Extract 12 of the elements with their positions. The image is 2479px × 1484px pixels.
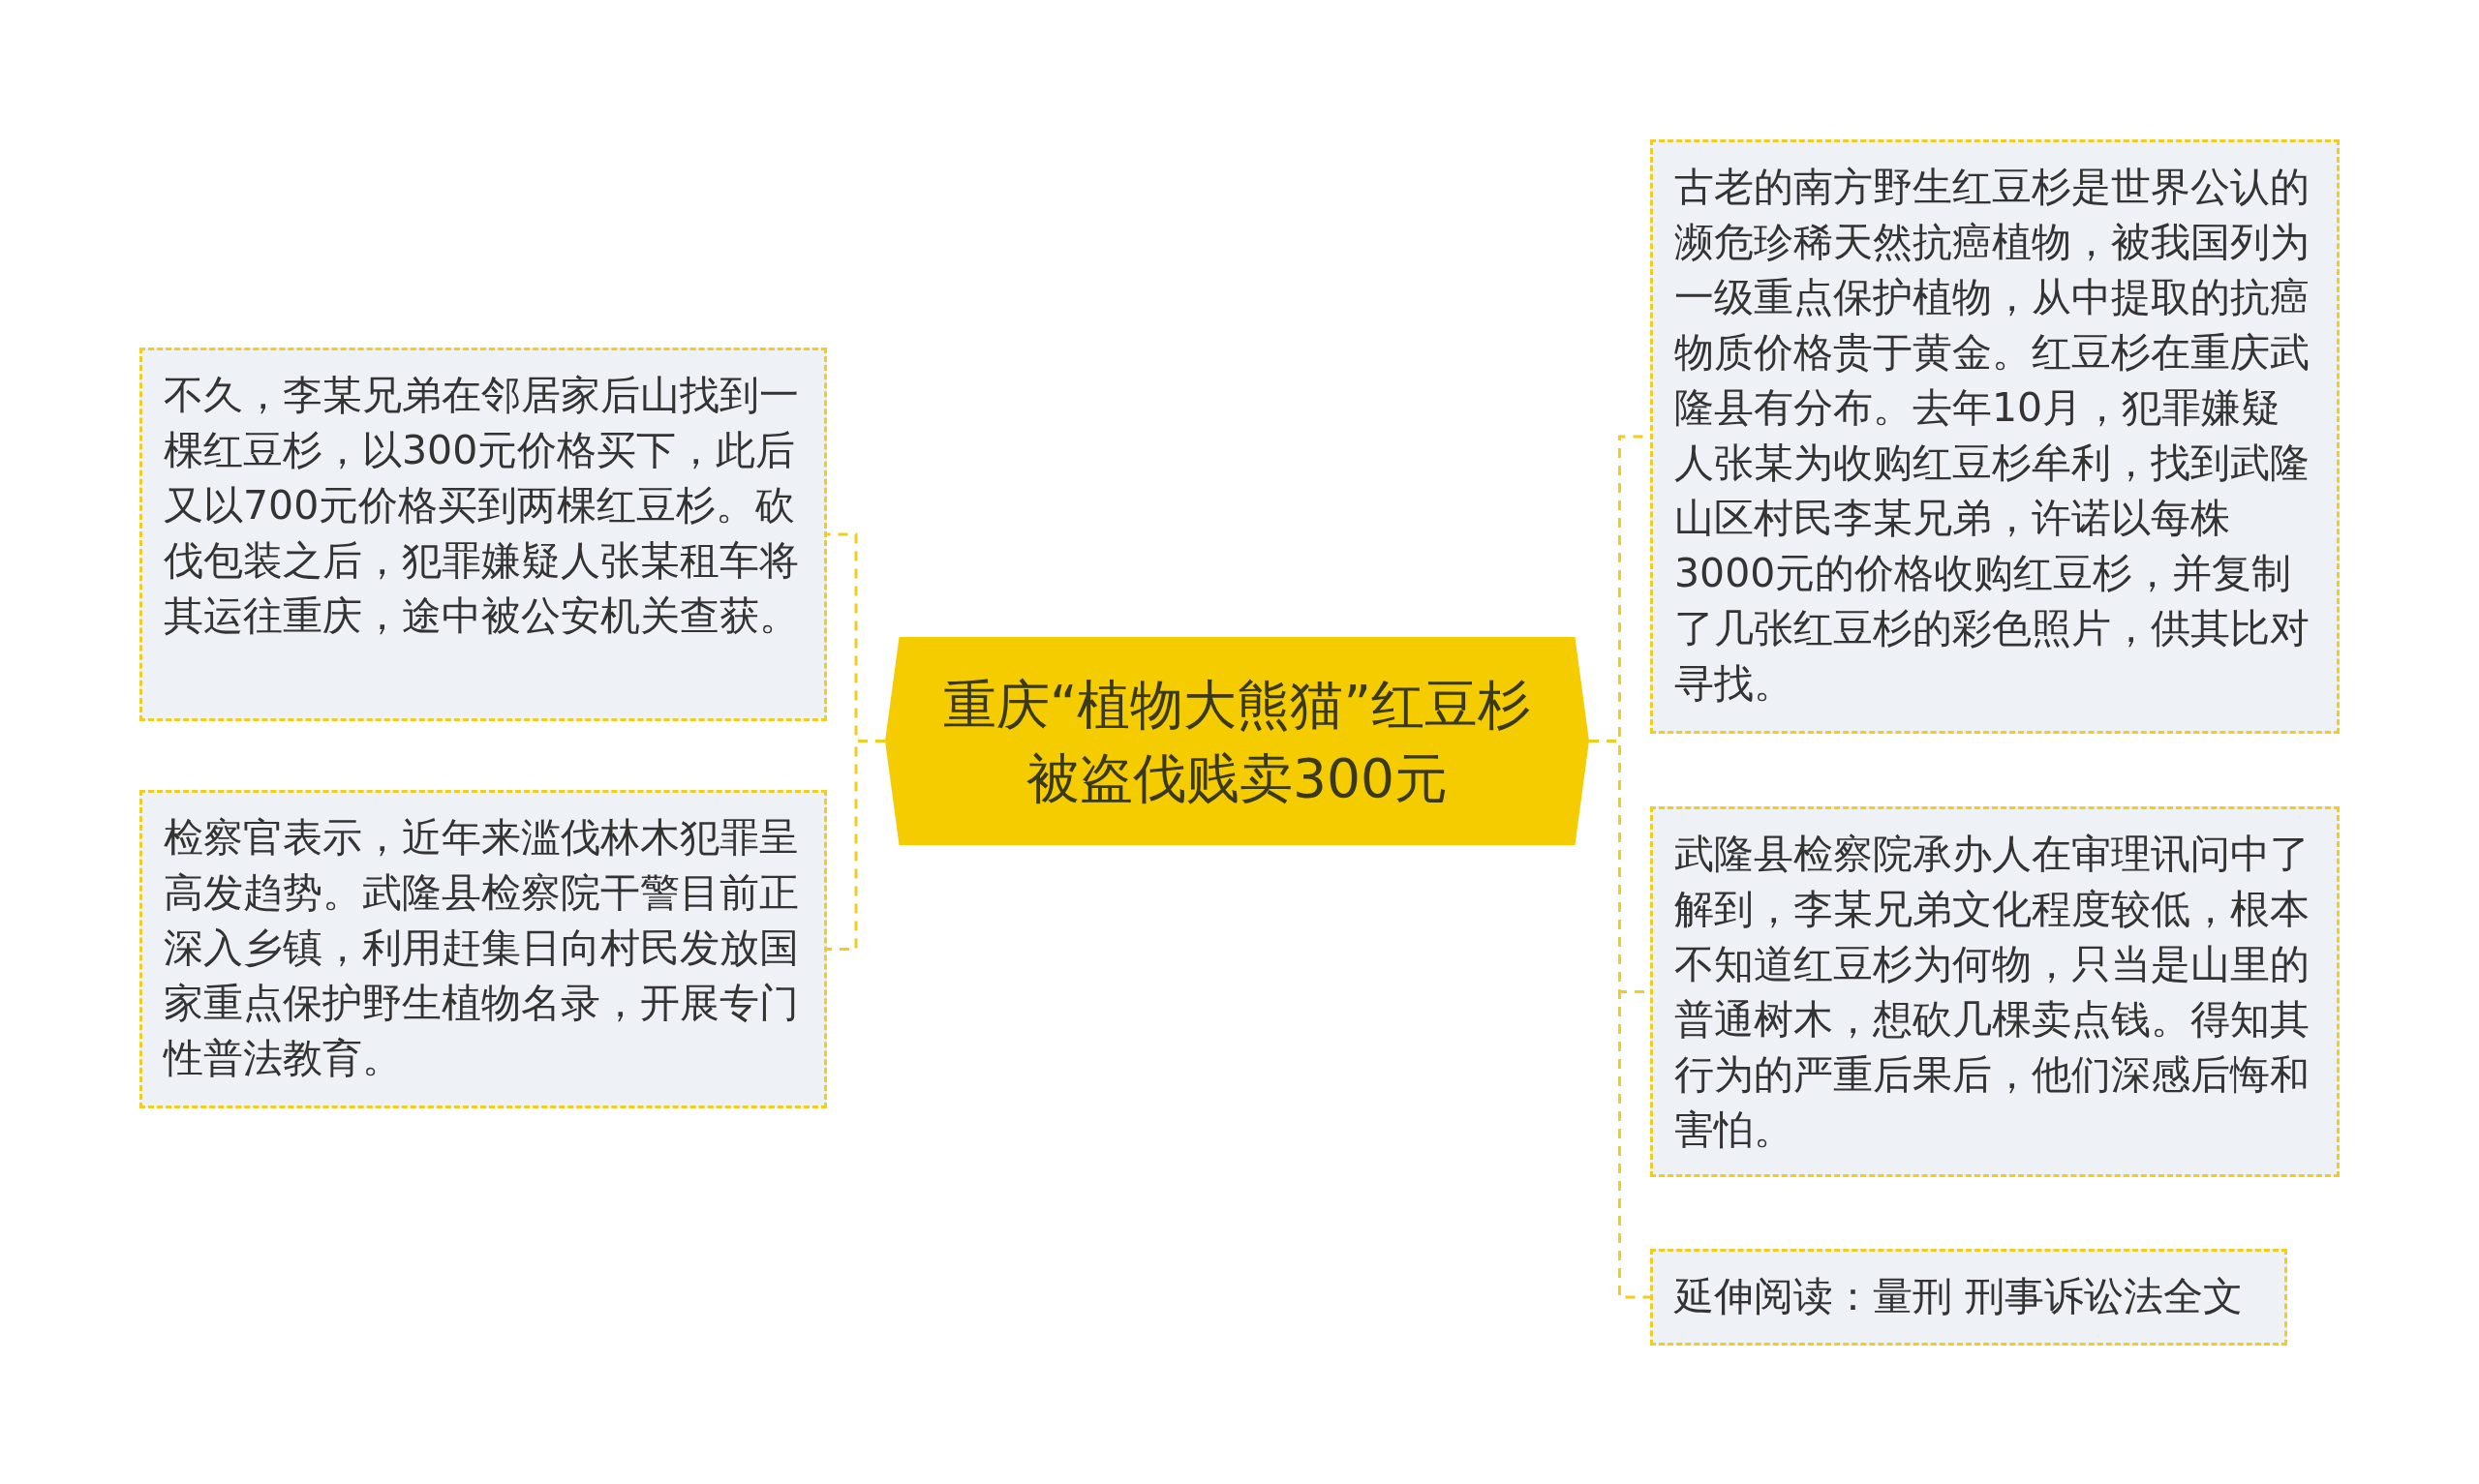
node-text: 武隆县检察院承办人在审理讯问中了解到，李某兄弟文化程度较低，根本不知道红豆杉为何物，只当是山里的普通树木，想砍几棵卖点钱。得知其行为的严重后果后，他们深感后悔和害怕。 xyxy=(1674,830,2311,1155)
text-box xyxy=(1650,1249,2287,1346)
text-box xyxy=(1650,806,2340,1177)
node-text: 不久，李某兄弟在邻居家后山找到一棵红豆杉，以300元价格买下，此后又以700元价格买到两棵红豆杉。砍伐包装之后，犯罪嫌疑人张某租车将其运往重庆，途中被公安机关查获。 xyxy=(164,371,800,641)
text-box xyxy=(139,348,827,721)
node-text: 检察官表示，近年来滥伐林木犯罪呈高发趋势。武隆县检察院干警目前正深入乡镇，利用赶集日向村民发放国家重点保护野生植物名录，开展专门性普法教育。 xyxy=(164,813,800,1083)
node-text: 古老的南方野生红豆杉是世界公认的濒危珍稀天然抗癌植物，被我国列为一级重点保护植物，从中提取的抗癌物质价格贵于黄金。红豆杉在重庆武隆县有分布。去年10月，犯罪嫌疑人张某为收购红豆杉牟利，找到武隆山区村民李某兄弟，许诺以每株3000元的价格收购红豆杉，并复制了几张红豆杉的彩色照片，供其比对寻找。 xyxy=(1674,163,2311,709)
text-box xyxy=(139,790,827,1108)
node-text: 延伸阅读：量刑 刑事诉讼法全文 xyxy=(1674,1272,2245,1321)
connector-line xyxy=(827,740,885,951)
topic-title: 重庆“植物大熊猫”红豆杉被盗伐贱卖300元 xyxy=(943,672,1531,811)
text-box xyxy=(1650,139,2340,734)
